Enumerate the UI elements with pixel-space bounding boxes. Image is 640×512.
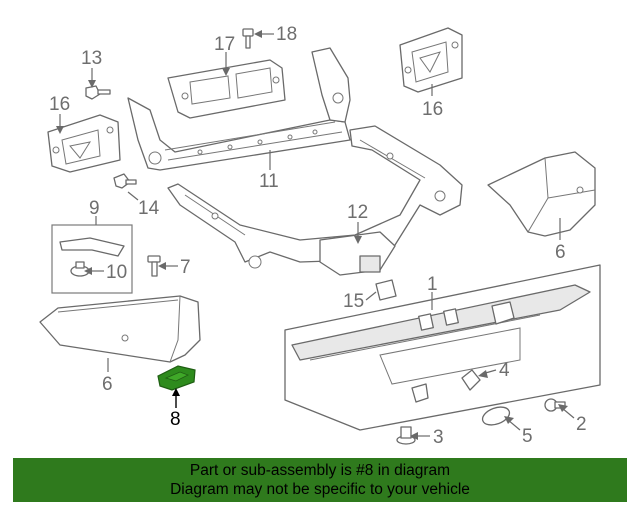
- part-16-left-bracket[interactable]: [47, 114, 121, 173]
- callout-5: 5: [522, 426, 533, 447]
- part-15-block[interactable]: [375, 279, 397, 301]
- info-banner-line1: Part or sub-assembly is #8 in diagram: [189, 462, 451, 479]
- callout-2: 2: [576, 414, 587, 435]
- callout-4: 4: [499, 360, 510, 381]
- part-11-reinforcement-beam[interactable]: [127, 47, 351, 171]
- callout-9: 9: [89, 198, 100, 219]
- callout-6-left: 6: [102, 374, 113, 395]
- part-misc-clip: [411, 383, 429, 403]
- part-8-bracket[interactable]: [157, 365, 196, 391]
- callout-7: 7: [180, 257, 191, 278]
- part-1-step-bumper[interactable]: [284, 264, 601, 431]
- callout-1: 1: [427, 274, 438, 295]
- callout-3: 3: [433, 427, 444, 448]
- callout-17: 17: [214, 34, 235, 55]
- part-18-bolt[interactable]: [242, 28, 254, 49]
- part-16-right-bracket[interactable]: [399, 27, 463, 93]
- info-banner-line2: Diagram may not be specific to your vehi…: [170, 481, 470, 498]
- callout-11: 11: [259, 171, 279, 192]
- part-7-bolt[interactable]: [147, 255, 161, 277]
- part-10-clip[interactable]: [70, 261, 90, 277]
- part-9-pad[interactable]: [59, 237, 125, 257]
- part-3-clip[interactable]: [396, 426, 416, 445]
- leader-lines: [56, 30, 575, 440]
- part-17-upper-bracket[interactable]: [167, 59, 286, 119]
- part-5-cap[interactable]: [480, 404, 512, 429]
- info-banner: Part or sub-assembly is #8 in diagram Di…: [13, 458, 627, 502]
- callout-18: 18: [276, 24, 297, 45]
- callout-16-left: 16: [49, 94, 70, 115]
- part-12-hitch-frame[interactable]: [167, 125, 463, 276]
- part-14-bolt[interactable]: [113, 173, 137, 189]
- parts-diagram: 17 18 13 16 16 11 14 9 12 6 10 7 1 15 4 …: [39, 24, 601, 448]
- callout-12: 12: [347, 202, 368, 223]
- callout-10: 10: [106, 262, 127, 283]
- callout-6-right: 6: [555, 242, 566, 263]
- part-6-left-end-cap[interactable]: [39, 295, 201, 363]
- callout-16-right: 16: [422, 99, 443, 120]
- callout-13: 13: [81, 48, 102, 69]
- part-13-bolt[interactable]: [85, 85, 111, 100]
- part-9-group-box: [51, 224, 133, 294]
- callout-8: 8: [170, 409, 181, 430]
- callout-15: 15: [343, 291, 364, 312]
- part-4-clip[interactable]: [461, 369, 481, 391]
- callout-14: 14: [138, 198, 160, 219]
- part-6-right-end-cap[interactable]: [487, 151, 596, 237]
